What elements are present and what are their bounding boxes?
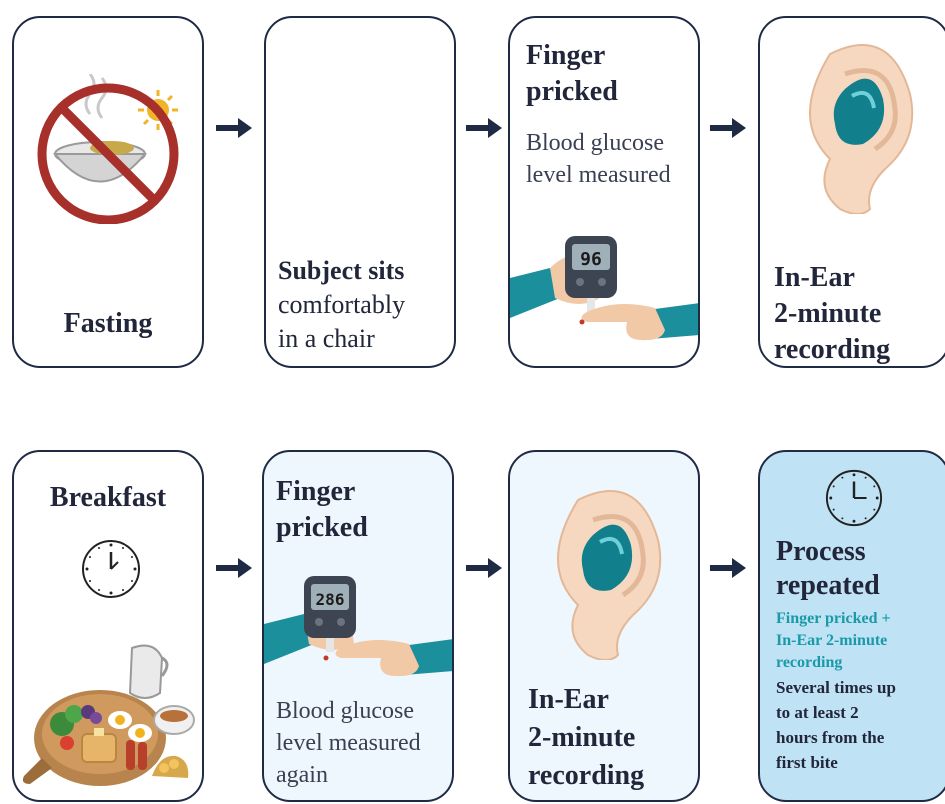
step-repeat-sub-l2: In-Ear 2-minute	[776, 632, 887, 650]
step-sit-title: Subject sits	[278, 256, 404, 286]
glucose-meter-icon: 286	[264, 564, 454, 704]
ear-device-icon	[790, 34, 920, 214]
step-card-process-repeated: Process repeated Finger pricked + In-Ear…	[758, 450, 945, 802]
step-repeat-note-l3: hours from the	[776, 728, 884, 748]
clock-icon	[824, 468, 884, 528]
meter-reading: 286	[316, 590, 345, 609]
arrow-right-icon	[216, 558, 252, 578]
step-prick2-desc-l3: again	[276, 762, 328, 789]
step-card-in-ear-recording: In-Ear 2-minute recording	[758, 16, 945, 368]
step-sit-line3: in a chair	[278, 324, 375, 354]
step-prick-desc-l1: Blood glucose	[526, 130, 664, 157]
step-card-in-ear-recording-again: In-Ear 2-minute recording	[508, 450, 700, 802]
step-prick-desc-l2: level measured	[526, 162, 671, 189]
arrow-right-icon	[466, 118, 502, 138]
step-card-finger-pricked-again: Finger pricked 286 Blood glucose level m…	[262, 450, 454, 802]
breakfast-food-icon	[22, 628, 200, 796]
step-card-fasting: Fasting	[12, 16, 204, 368]
step-ear2-l3: recording	[528, 760, 644, 792]
arrow-right-icon	[710, 558, 746, 578]
step-repeat-sub-l1: Finger pricked +	[776, 610, 891, 628]
step-repeat-note-l2: to at least 2	[776, 703, 859, 723]
step-ear2-l2: 2-minute	[528, 722, 635, 754]
ear-device-icon	[538, 480, 668, 660]
step-prick2-title-l2: pricked	[276, 512, 368, 544]
step-repeat-title-l1: Process	[776, 536, 866, 568]
meter-reading: 96	[580, 249, 602, 270]
arrow-right-icon	[710, 118, 746, 138]
no-food-icon	[30, 74, 190, 224]
clock-icon	[80, 538, 142, 600]
step-label-fasting: Fasting	[14, 308, 202, 340]
step-card-subject-sits: Subject sits comfortably in a chair	[264, 16, 456, 368]
glucose-meter-icon: 96	[510, 218, 700, 358]
step-prick2-desc-l2: level measured	[276, 730, 421, 757]
step-repeat-note-l4: first bite	[776, 753, 838, 773]
step-prick2-title-l1: Finger	[276, 476, 355, 508]
step-repeat-title-l2: repeated	[776, 570, 880, 602]
step-repeat-note-l1: Several times up	[776, 678, 896, 698]
step-repeat-sub-l3: recording	[776, 654, 842, 672]
step-label-breakfast: Breakfast	[14, 482, 202, 514]
step-prick-title-l1: Finger	[526, 40, 605, 72]
step-ear1-l2: 2-minute	[774, 298, 881, 330]
step-sit-line2: comfortably	[278, 290, 405, 320]
step-ear1-l1: In-Ear	[774, 262, 855, 294]
arrow-right-icon	[216, 118, 252, 138]
step-prick2-desc-l1: Blood glucose	[276, 698, 414, 725]
arrow-right-icon	[466, 558, 502, 578]
step-ear2-l1: In-Ear	[528, 684, 609, 716]
step-ear1-l3: recording	[774, 334, 890, 366]
step-card-breakfast: Breakfast	[12, 450, 204, 802]
step-prick-title-l2: pricked	[526, 76, 618, 108]
step-card-finger-pricked: Finger pricked Blood glucose level measu…	[508, 16, 700, 368]
